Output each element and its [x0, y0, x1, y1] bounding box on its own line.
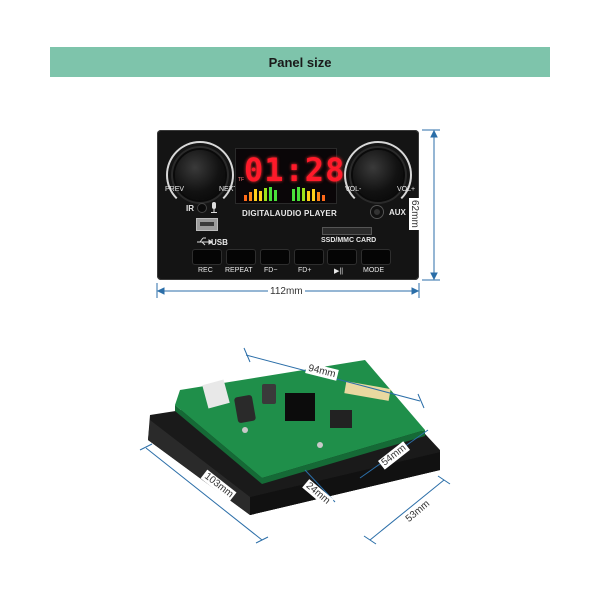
volume-knob[interactable]	[344, 141, 412, 209]
eq-bars-left	[244, 187, 284, 201]
mode-label: MODE	[363, 267, 384, 274]
pcb-board	[175, 360, 425, 484]
play-pause-label: ▶||	[334, 268, 344, 275]
repeat-label: REPEAT	[225, 267, 253, 274]
rec-button[interactable]	[193, 250, 221, 264]
usb-label: USB	[211, 238, 228, 247]
panel-height-dimension-line	[422, 129, 440, 281]
eq-bars-right	[292, 187, 332, 201]
rec-label: REC	[198, 267, 213, 274]
prev-label: PREV	[165, 186, 185, 193]
panel-width-label: 112mm	[268, 286, 305, 297]
play-pause-button[interactable]	[328, 250, 356, 264]
panel-height-label: 62mm	[409, 198, 420, 230]
led-display: 01:28 TF	[235, 148, 346, 204]
aux-label: AUX	[389, 208, 406, 217]
player-title: DIGITALAUDIO PLAYER	[242, 209, 337, 218]
vol-minus-label: VOL-	[345, 186, 362, 193]
fd-plus-label: FD+	[298, 267, 312, 274]
usb-port[interactable]	[196, 218, 218, 231]
case-width-dimension-line	[363, 475, 451, 545]
card-label: SSD/MMC CARD	[321, 237, 377, 244]
ir-sensor	[198, 204, 206, 212]
vol-plus-label: VOL+	[397, 186, 416, 193]
aux-jack[interactable]	[371, 206, 383, 218]
case-length-dimension-line	[139, 443, 269, 544]
fd-minus-button[interactable]	[261, 250, 289, 264]
clock-readout: 01:28	[244, 151, 346, 189]
tf-indicator: TF	[238, 177, 245, 183]
panel-size-banner: Panel size	[50, 47, 550, 77]
fd-plus-button[interactable]	[295, 250, 323, 264]
banner-title: Panel size	[268, 54, 332, 70]
next-label: NEXT	[219, 186, 238, 193]
prev-next-knob[interactable]	[166, 141, 234, 209]
ir-label: IR	[186, 204, 194, 213]
repeat-button[interactable]	[227, 250, 255, 264]
fd-minus-label: FD−	[264, 267, 278, 274]
sd-card-slot[interactable]	[322, 227, 372, 235]
mode-button[interactable]	[362, 250, 390, 264]
